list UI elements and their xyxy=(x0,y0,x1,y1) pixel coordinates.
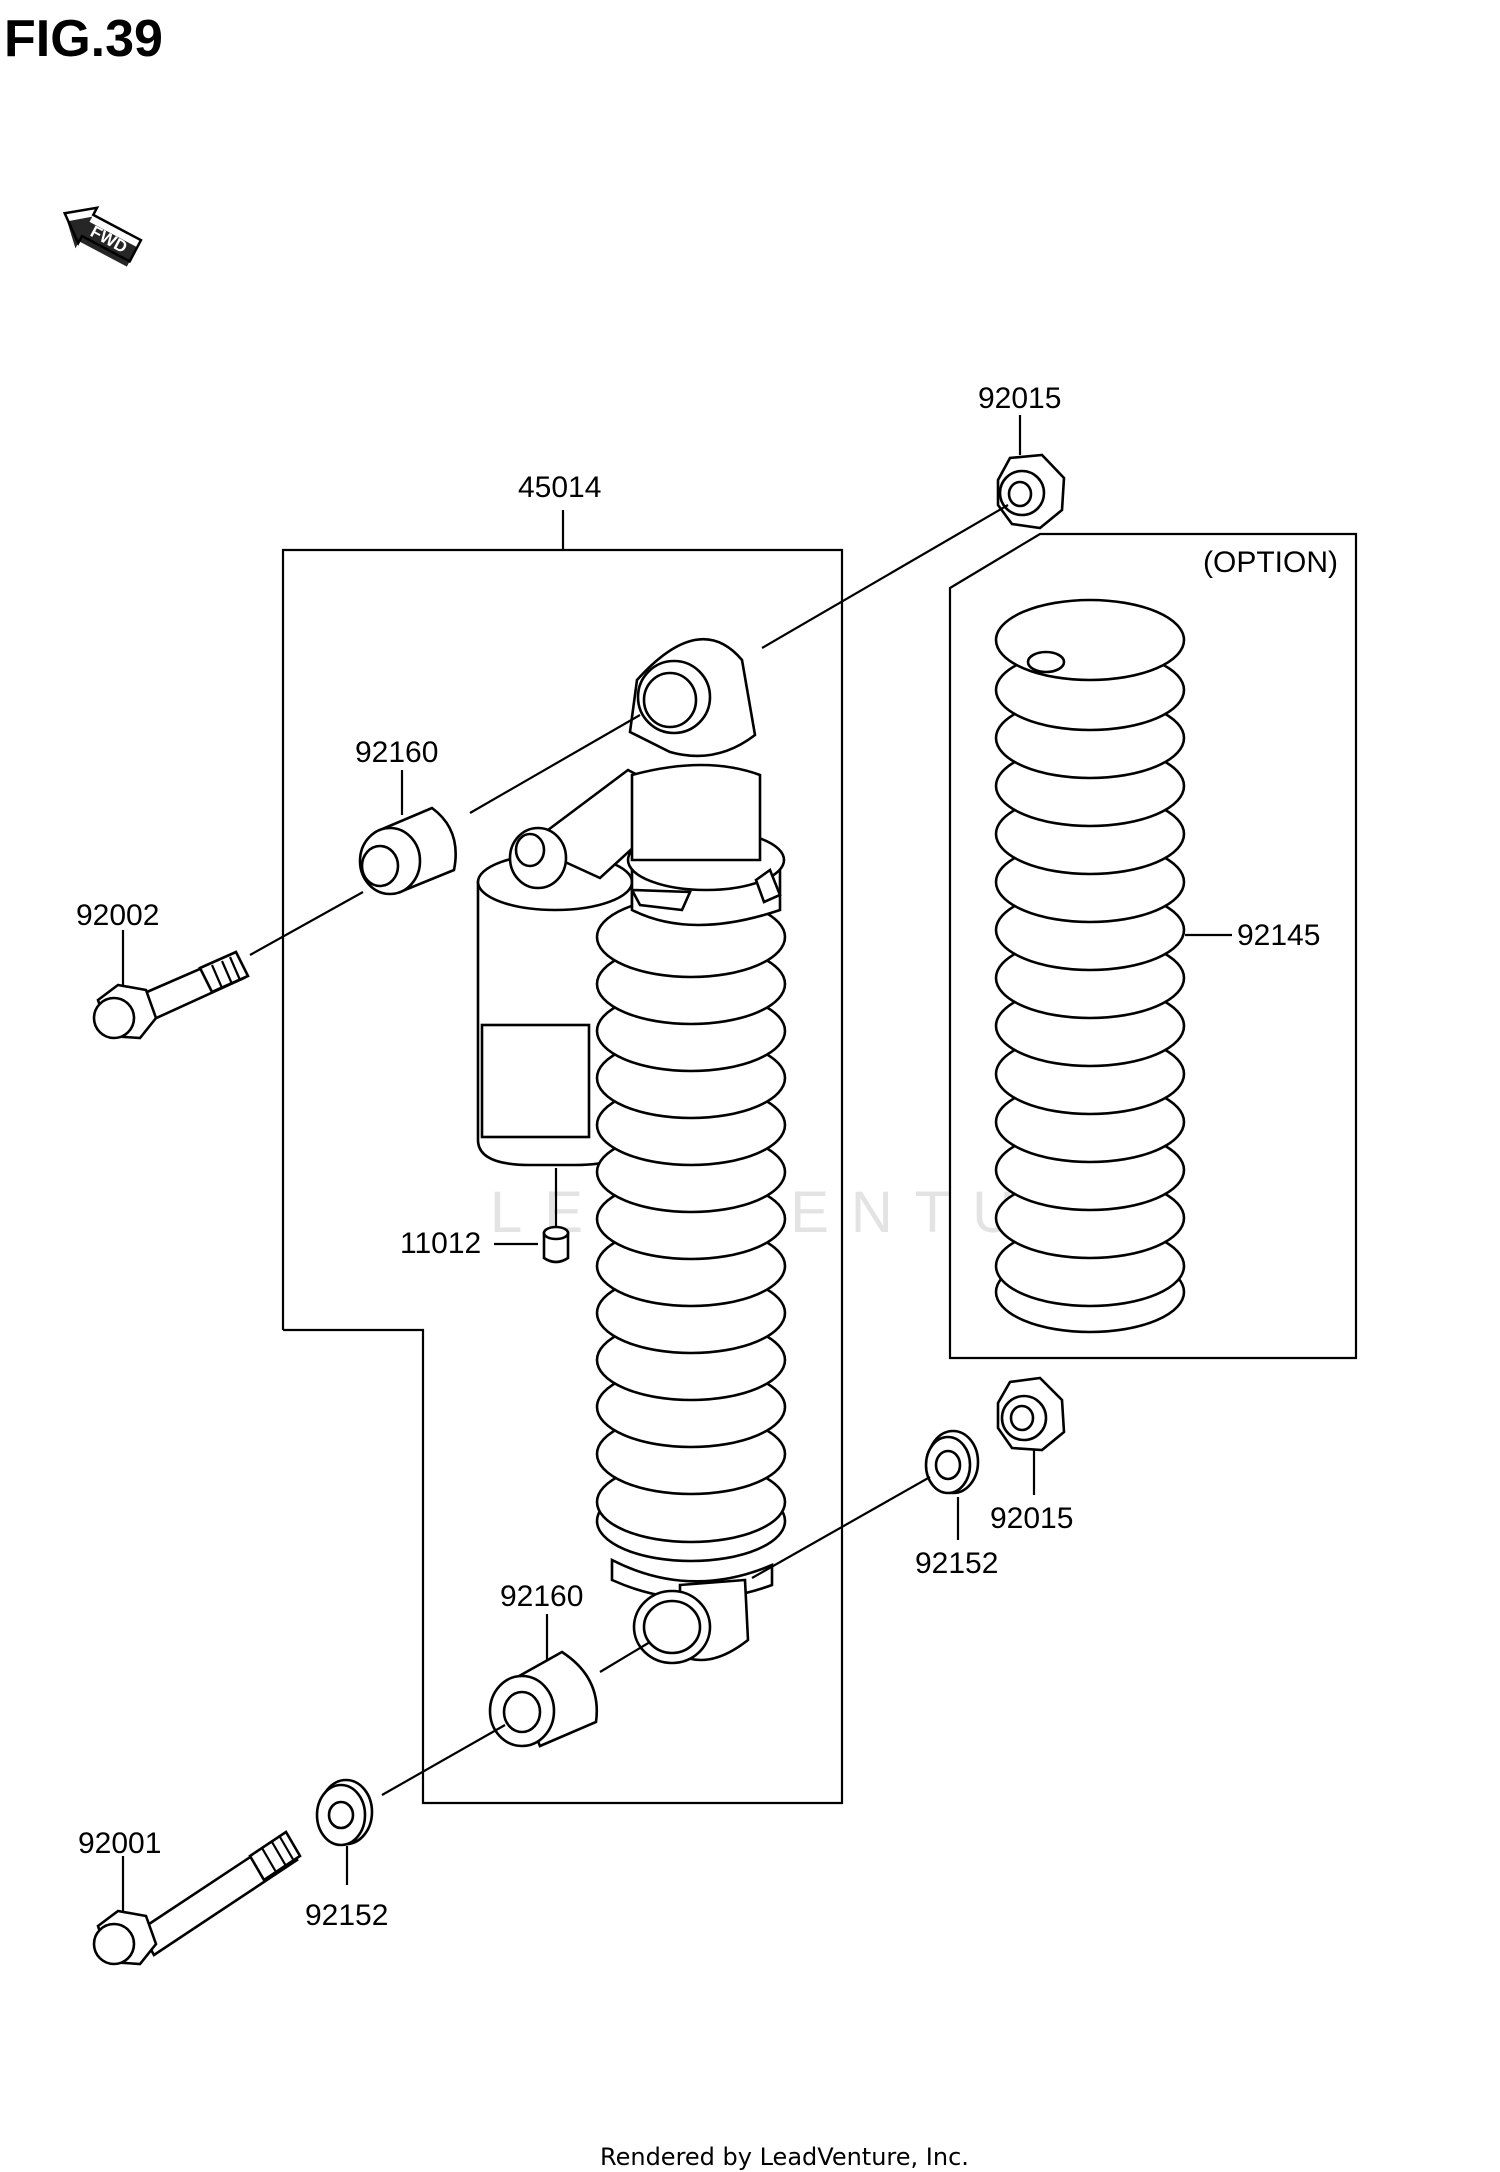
option-spring-92145 xyxy=(994,598,1186,1334)
shock-absorber xyxy=(476,637,787,1665)
assembly-bracket-45014 xyxy=(281,510,844,1805)
part-label-92015-bottom[interactable]: 92015 xyxy=(990,1502,1073,1535)
part-label-92160-top[interactable]: 92160 xyxy=(355,736,438,769)
bolt-92001 xyxy=(92,1830,302,1966)
nut-92015-top xyxy=(996,453,1066,530)
part-label-92152-left[interactable]: 92152 xyxy=(305,1899,388,1932)
nut-92015-bottom xyxy=(996,1376,1066,1452)
part-label-45014[interactable]: 45014 xyxy=(518,471,601,504)
part-label-11012[interactable]: 11012 xyxy=(400,1227,481,1260)
part-label-92160-bottom[interactable]: 92160 xyxy=(500,1580,583,1613)
main-spring xyxy=(595,895,787,1563)
figure-title: FIG.39 xyxy=(4,10,163,68)
part-label-92001[interactable]: 92001 xyxy=(78,1827,161,1860)
option-label: (OPTION) xyxy=(1203,546,1338,579)
washer-92152-right xyxy=(924,1429,980,1495)
part-label-92145[interactable]: 92145 xyxy=(1237,919,1320,952)
part-label-92152-right[interactable]: 92152 xyxy=(915,1547,998,1580)
part-label-92002[interactable]: 92002 xyxy=(76,899,159,932)
washer-92152-left xyxy=(315,1778,374,1847)
bolt-92002 xyxy=(92,950,250,1040)
valve-cap-11012 xyxy=(542,1225,570,1264)
option-box xyxy=(948,532,1358,1360)
footer-credit: Rendered by LeadVenture, Inc. xyxy=(600,2143,969,2171)
collar-92160-top xyxy=(358,806,457,896)
collar-92160-bottom xyxy=(488,1650,599,1748)
part-label-92015-top[interactable]: 92015 xyxy=(978,382,1061,415)
fwd-arrow-icon: FWD xyxy=(62,206,143,267)
